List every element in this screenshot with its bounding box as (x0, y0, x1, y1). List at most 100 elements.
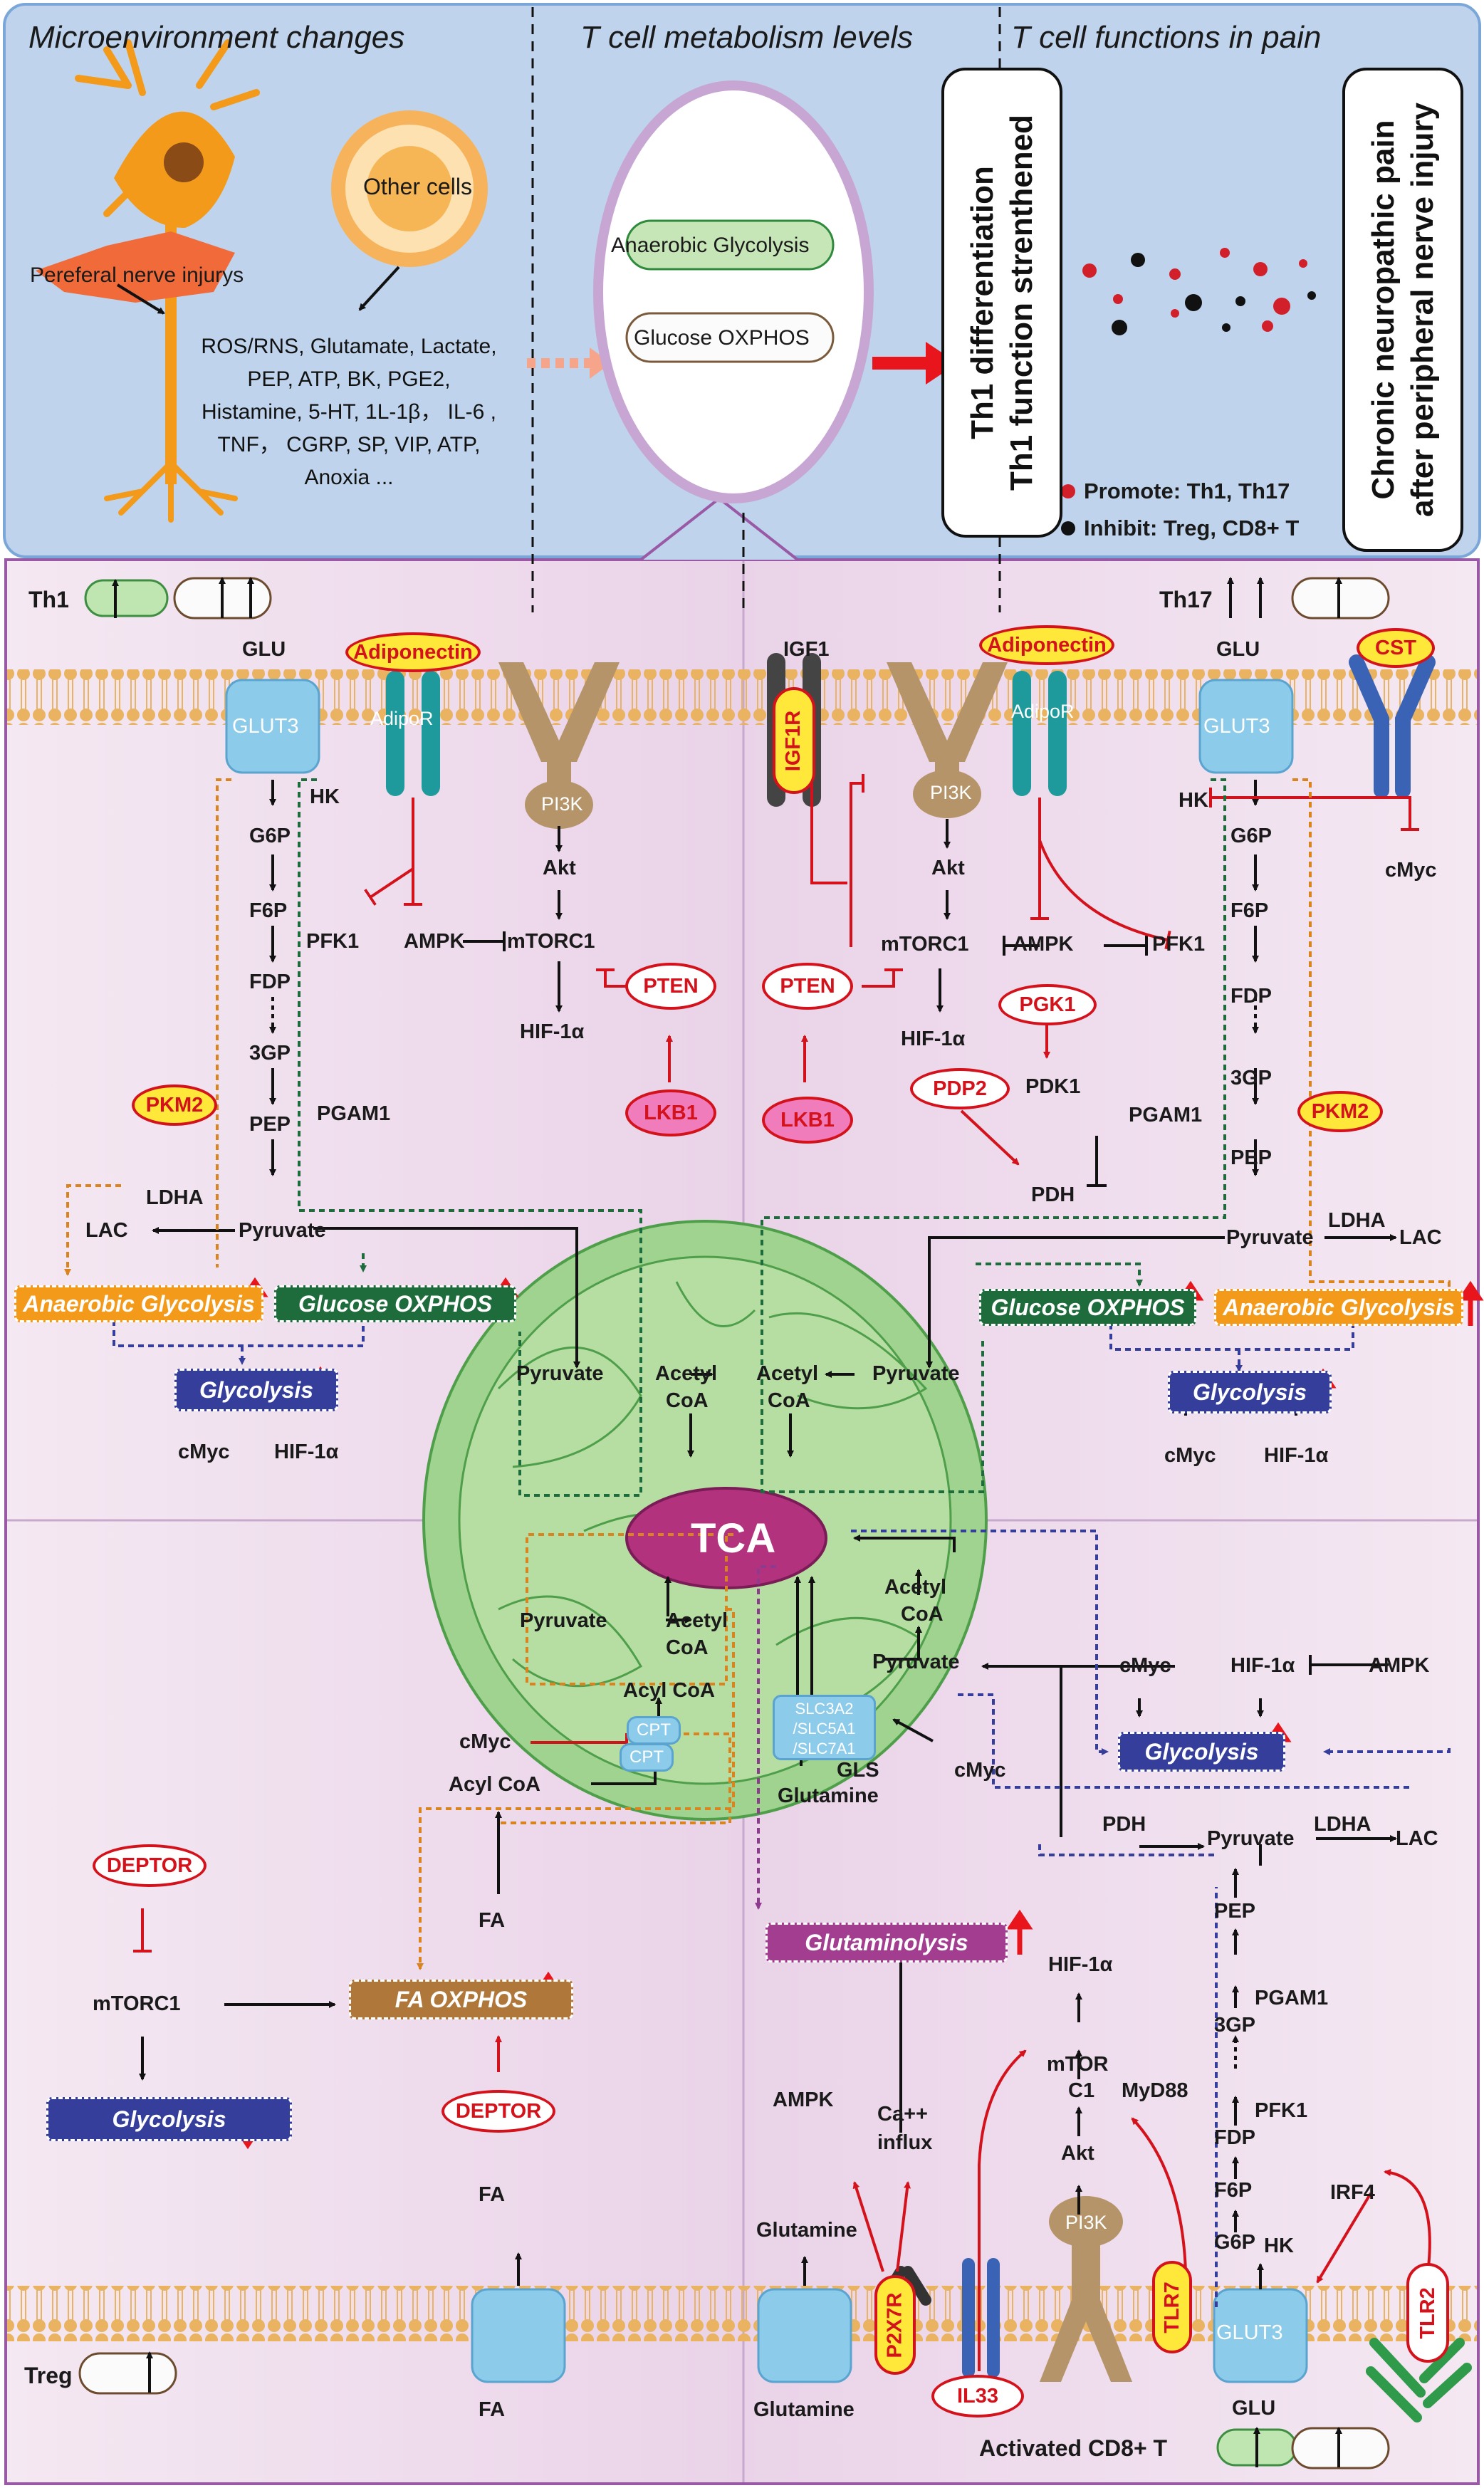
th1-pten: PTEN (625, 963, 716, 1010)
cd8-glycolysis: Glycolysis (1118, 1732, 1285, 1772)
th17-pi3k: PI3K (930, 782, 972, 803)
th1-pep: PEP (249, 1113, 291, 1136)
section-title-metabolism: T cell metabolism levels (580, 20, 914, 55)
th17-lkb1: LKB1 (762, 1097, 853, 1144)
th17-glut3: GLUT3 (1203, 715, 1270, 738)
th1-cmyc: cMyc (178, 1441, 230, 1463)
nerve-injury-label: Pereferal nerve injurys (30, 263, 244, 287)
th17-igf1r-text: IGF1R (782, 710, 805, 771)
cpt-transporter-2: CPT (620, 1743, 674, 1772)
th17-hif: HIF-1α (901, 1028, 966, 1050)
mito-acetyl-treg: Acetyl (666, 1609, 728, 1632)
treg-fa-top: FA (479, 2183, 506, 2206)
treg-tag: Treg (24, 2363, 73, 2388)
mito-coa-right: CoA (768, 1389, 810, 1412)
treg-fa-bottom: FA (479, 2398, 506, 2421)
cd8-ampk-2: AMPK (1369, 1654, 1430, 1677)
cd8-c1: C1 (1068, 2079, 1095, 2102)
legend-promote: Promote: Th1, Th17 (1084, 479, 1290, 503)
mito-coa-left: CoA (666, 1389, 709, 1412)
cd8-il33: IL33 (931, 2375, 1024, 2418)
cpt-transporter-1: CPT (627, 1716, 681, 1745)
cd8-tag: Activated CD8+ T (979, 2435, 1168, 2461)
th17-hk: HK (1179, 789, 1208, 812)
cytokine-dots (1061, 248, 1316, 535)
cd8-tlr7: TLR7 (1152, 2261, 1192, 2353)
th1-pyruvate: Pyruvate (239, 1219, 326, 1242)
treg-glycolysis: Glycolysis (46, 2097, 292, 2141)
mito-pyruvate-treg: Pyruvate (520, 1609, 607, 1632)
th1-adipor: AdipoR (370, 708, 434, 729)
th1-box-line: Th1 differentiation (965, 166, 1000, 439)
th1-lkb1: LKB1 (625, 1089, 716, 1136)
th1-mtorc1: mTORC1 (507, 930, 595, 953)
treg-deptor-2: DEPTOR (441, 2090, 555, 2133)
section-title-microenvironment: Microenvironment changes (28, 20, 405, 55)
th17-glu: GLU (1216, 638, 1260, 661)
th1-pfk1: PFK1 (306, 930, 360, 953)
slc-transporter: SLC3A2 /SLC5A1 /SLC7A1 (773, 1695, 876, 1760)
mito-acetyl-cd8: Acetyl (884, 1576, 947, 1599)
th17-akt: Akt (931, 857, 965, 879)
other-cells-label: Other cells (363, 174, 472, 199)
cd8-p2x7r: P2X7R (874, 2275, 916, 2375)
th17-g6p: G6P (1230, 825, 1273, 847)
treg-acyl-coa: Acyl CoA (449, 1773, 540, 1796)
th1-tag: Th1 (28, 587, 69, 612)
cd8-g6p: G6P (1214, 2231, 1256, 2254)
mito-acyl-coa: Acyl CoA (623, 1679, 715, 1702)
cd8-f6p: F6P (1214, 2179, 1253, 2202)
slc-line: /SLC5A1 (793, 1720, 856, 1737)
cd8-glutamine-out: Glutamine (753, 2398, 855, 2421)
th1-3gp: 3GP (249, 1042, 291, 1065)
anaerobic-glycolysis-label: Anaerobic Glycolysis (611, 234, 810, 257)
th17-pdp2: PDP2 (910, 1068, 1010, 1109)
th1-pkm2: PKM2 (132, 1084, 217, 1126)
cd8-irf4: IRF4 (1330, 2181, 1375, 2204)
th17-pep: PEP (1230, 1146, 1273, 1169)
cd8-glutaminolysis: Glutaminolysis (765, 1923, 1008, 1962)
cd8-tlr7-text: TLR7 (1160, 2281, 1183, 2333)
th17-cmyc-2: cMyc (1164, 1444, 1216, 1467)
treg-fa-oxphos: FA OXPHOS (349, 1980, 573, 2019)
th17-lac: LAC (1399, 1226, 1442, 1249)
th1-adiponectin: Adiponectin (345, 632, 481, 672)
th17-adiponectin: Adiponectin (979, 625, 1114, 665)
cd8-mtor: mTOR (1047, 2053, 1109, 2076)
slc-line: SLC3A2 (795, 1700, 854, 1718)
mediator-line: PEP, ATP, BK, PGE2, (247, 367, 451, 391)
cd8-ca: Ca++ (877, 2103, 928, 2126)
legend-inhibit: Inhibit: Treg, CD8+ T (1084, 516, 1300, 540)
mediator-line: Anoxia ... (304, 466, 394, 489)
mito-pyruvate-right: Pyruvate (872, 1362, 960, 1385)
glucose-oxphos-label: Glucose OXPHOS (634, 326, 810, 350)
th17-pyruvate: Pyruvate (1226, 1226, 1314, 1249)
th17-tag: Th17 (1159, 587, 1213, 612)
mito-glutamine: Glutamine (778, 1784, 879, 1807)
pain-box-line: after peripheral nerve injury (1405, 103, 1440, 517)
th17-3gp: 3GP (1230, 1067, 1273, 1089)
cd8-hif: HIF-1α (1048, 1953, 1113, 1976)
th17-cmyc: cMyc (1385, 859, 1437, 882)
cd8-akt: Akt (1061, 2142, 1094, 2165)
cd8-pdh: PDH (1102, 1813, 1146, 1836)
mitochondrion (422, 1220, 988, 1821)
cd8-glu: GLU (1232, 2397, 1276, 2420)
section-title-functions: T cell functions in pain (1011, 20, 1322, 55)
cd8-3gp: 3GP (1214, 2014, 1256, 2037)
th17-igf1r: IGF1R (773, 687, 815, 794)
cd8-glut3: GLUT3 (1216, 2321, 1283, 2344)
th1-differentiation-box: Th1 differentiation Th1 function strenth… (941, 68, 1062, 538)
th17-anaerobic-glycolysis: Anaerobic Glycolysis (1214, 1289, 1463, 1326)
th17-ldha: LDHA (1328, 1209, 1386, 1232)
th1-glut3: GLUT3 (232, 715, 299, 738)
cd8-pi3k: PI3K (1065, 2212, 1107, 2233)
treg-mtorc1: mTORC1 (93, 1992, 181, 2015)
th17-pdk1: PDK1 (1025, 1075, 1081, 1098)
tca-cycle: TCA (691, 1515, 776, 1562)
mito-gls: GLS (837, 1759, 879, 1782)
th17-pfk1: PFK1 (1152, 933, 1206, 956)
th1-g6p: G6P (249, 825, 291, 847)
th17-pgam1: PGAM1 (1129, 1104, 1203, 1127)
th17-glucose-oxphos: Glucose OXPHOS (979, 1289, 1196, 1326)
